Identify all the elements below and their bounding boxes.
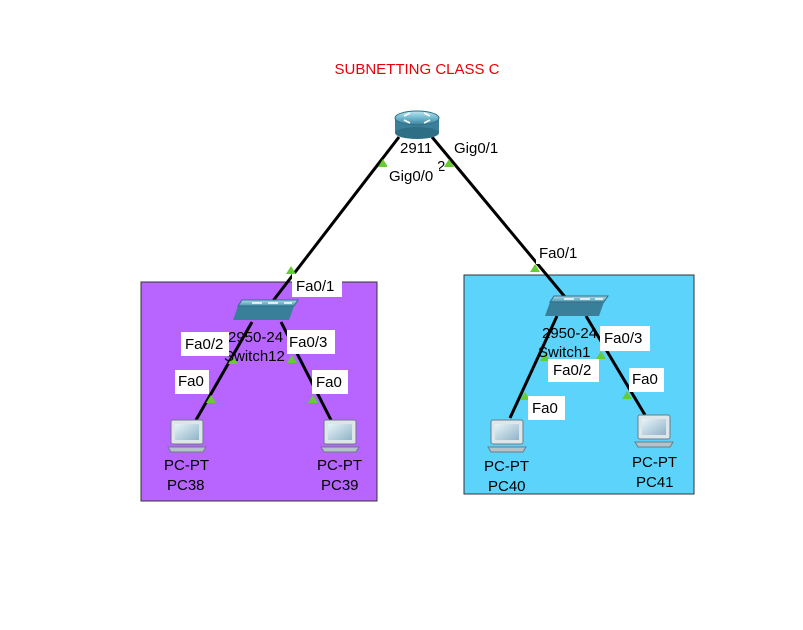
label-box [287,330,335,354]
label-box [175,370,209,394]
port-led [530,264,540,272]
label-box [312,370,348,394]
label-box [528,396,565,420]
pc38-port: Fa0 [178,373,204,390]
port-leds [206,159,632,403]
link-router-switch-left[interactable] [264,136,401,311]
pc41-model: PC-PT [632,454,677,471]
link-switch-right-pc41[interactable] [584,315,647,416]
pc41-name: PC41 [636,474,674,491]
pc39-port: Fa0 [316,374,342,391]
link-switch-left-pc38[interactable] [194,321,254,421]
port-led [378,159,388,167]
router-model: 2911 [400,140,432,157]
pc39-name: PC39 [321,477,359,494]
switch-right-port-fa0-2: Fa0/2 [553,362,591,379]
label-box [548,359,599,382]
port-led [540,353,550,361]
port-led [287,355,297,363]
diagram-title: SUBNETTING CLASS C [334,61,499,78]
label-box [600,326,650,351]
pc39-icon[interactable] [320,419,360,453]
switch-right-port-fa0-3: Fa0/3 [604,330,642,347]
port-led [228,356,238,364]
pc41-icon[interactable] [634,414,674,448]
switch-right-name: Switch1 [538,344,591,361]
label-box [536,242,584,264]
switch-right-uplink: Fa0/1 [539,245,577,262]
pc40-model: PC-PT [484,458,529,475]
router-port-gig0-0: Gig0/0 [389,168,433,185]
label-box [629,368,664,392]
switch-left-model: 2950-24 [228,329,283,346]
port-led [286,266,296,274]
switch-left-icon[interactable] [233,299,299,320]
router-icon[interactable] [394,110,440,139]
pc39-model: PC-PT [317,457,362,474]
switch-right-icon[interactable] [545,295,609,316]
port-led [444,159,454,167]
pc40-name: PC40 [488,478,526,495]
label-box [387,165,439,186]
label-box [292,274,342,297]
switch-left-uplink: Fa0/1 [296,278,334,295]
label-box [181,332,229,356]
pc38-name: PC38 [167,477,205,494]
pc38-icon[interactable] [167,419,207,453]
link-switch-right-pc40[interactable] [508,315,559,419]
pc41-port: Fa0 [632,371,658,388]
link-router-switch-right[interactable] [430,136,572,304]
pc38-model: PC-PT [164,457,209,474]
router-name: 2 [437,158,445,175]
switch-left-name: Switch12 [224,348,285,365]
port-led [622,391,632,399]
switch-left-port-fa0-2: Fa0/2 [185,336,223,353]
router-port-gig0-1: Gig0/1 [454,140,498,157]
pc40-port: Fa0 [532,400,558,417]
port-led [596,351,606,359]
switch-right-model: 2950-24 [542,325,597,342]
switch-left-port-fa0-3: Fa0/3 [289,334,327,351]
port-led [206,395,216,403]
port-led [308,395,318,403]
port-led [520,392,530,400]
pc40-icon[interactable] [487,419,527,453]
